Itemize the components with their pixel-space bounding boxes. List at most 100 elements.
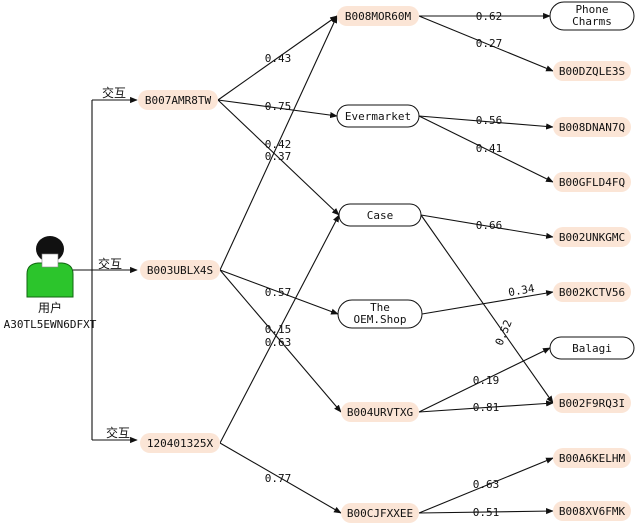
node-shape	[140, 260, 220, 280]
edge-i3-to-n6	[219, 442, 342, 514]
edge-weight-label: 0.27	[476, 37, 503, 50]
item-node-t6: B002KCTV56	[553, 282, 631, 302]
node-shape	[140, 433, 220, 453]
node-shape	[336, 104, 420, 128]
node-label: Case	[367, 209, 394, 222]
edge-weight-label: 0.62	[476, 10, 503, 23]
edge-i1-to-n1	[217, 15, 338, 101]
node-shape	[553, 448, 631, 468]
edge-weight-label: 0.66	[476, 219, 503, 232]
edge-n2-to-t3	[418, 115, 554, 130]
node-label: B004URVTXG	[347, 406, 413, 419]
node-shape	[338, 203, 422, 227]
node-shape	[549, 336, 635, 360]
user-label: 用户	[38, 300, 62, 315]
node-label: B008DNAN7Q	[559, 121, 625, 134]
node-shape	[553, 61, 631, 81]
edge-weight-label: 0.63	[265, 336, 292, 349]
edge-i1-to-n3	[217, 99, 340, 216]
item-node-n5: B004URVTXG	[341, 402, 419, 422]
edge-weight-label: 0.34	[507, 282, 536, 299]
edges-layer	[217, 12, 554, 515]
item-node-t3: B008DNAN7Q	[553, 117, 631, 137]
item-node-t5: B002UNKGMC	[553, 227, 631, 247]
user-branches: 交互 交互 交互	[73, 85, 138, 444]
edge-weight-label: 0.75	[265, 100, 292, 113]
node-label: B00GFLD4FQ	[559, 176, 625, 189]
item-node-t9: B00A6KELHM	[553, 448, 631, 468]
item-node-t8: B002F9RQ3I	[553, 393, 631, 413]
node-shape	[553, 227, 631, 247]
edge-i3-to-n3	[219, 214, 340, 444]
node-label: B008XV6FMK	[559, 505, 626, 518]
edge-weight-label: 0.43	[265, 52, 292, 65]
user-avatar-body-icon	[26, 262, 74, 298]
edge-i2-to-n1	[219, 15, 338, 271]
edge-weight-label: 0.77	[265, 472, 292, 485]
node-label: B002UNKGMC	[559, 231, 625, 244]
edge-weight-label: 0.57	[265, 286, 292, 299]
attribute-node-n2: Evermarket	[336, 104, 420, 128]
user-avatar-face-icon	[41, 253, 59, 268]
node-shape	[553, 501, 631, 521]
node-label: B003UBLX4S	[147, 264, 213, 277]
interaction-label-3: 交互	[106, 425, 130, 440]
edge-weight-label: 0.41	[476, 142, 503, 155]
node-label-line: Charms	[572, 15, 612, 28]
node-label: B007AMR8TW	[145, 94, 212, 107]
node-label-line: The	[370, 301, 390, 314]
item-node-t2: B00DZQLE3S	[553, 61, 631, 81]
node-label: 120401325X	[147, 437, 214, 450]
edge-n2-to-t4	[418, 115, 554, 183]
node-label: B008MOR60M	[345, 10, 412, 23]
interaction-label-1: 交互	[102, 85, 126, 100]
node-label: B002F9RQ3I	[559, 397, 625, 410]
edge-n3-to-t8	[420, 214, 554, 404]
attribute-node-n3: Case	[338, 203, 422, 227]
edge-weight-label: 0.56	[476, 114, 503, 127]
edge-weight-label: 0.42	[265, 138, 292, 151]
node-label: Balagi	[572, 342, 612, 355]
node-shape	[553, 393, 631, 413]
edge-weight-label: 0.63	[473, 478, 500, 491]
nodes-layer: B007AMR8TW B003UBLX4S 120401325X B008MOR60M…	[138, 1, 635, 523]
edge-n3-to-t5	[420, 214, 554, 239]
node-shape	[549, 1, 635, 31]
node-shape	[138, 90, 218, 110]
edge-weight-label: 0.37	[265, 150, 292, 163]
edge-weight-label: 0.19	[473, 374, 500, 387]
edge-n1-to-t2	[418, 15, 554, 72]
edge-i1-to-n2	[217, 99, 338, 119]
edge-n6-to-t9	[418, 457, 554, 514]
node-label: Evermarket	[345, 110, 411, 123]
user-id: A30TL5EWN6DFXT	[4, 318, 97, 331]
node-shape	[337, 6, 419, 26]
node-shape	[337, 299, 423, 329]
edge-n5-to-t8	[418, 400, 554, 413]
node-label: B00A6KELHM	[559, 452, 626, 465]
edge-i2-to-n4	[219, 269, 339, 315]
edge-n6-to-t10	[418, 508, 554, 515]
node-shape	[341, 503, 419, 523]
edge-i2-to-n5	[219, 269, 342, 413]
node-shape	[553, 172, 631, 192]
item-node-t10: B008XV6FMK	[553, 501, 631, 521]
item-node-i2: B003UBLX4S	[140, 260, 220, 280]
node-label: B00CJFXXEE	[347, 507, 413, 520]
item-node-i3: 120401325X	[140, 433, 220, 453]
item-node-i1: B007AMR8TW	[138, 90, 218, 110]
edge-weight-label: 0.15	[265, 323, 292, 336]
node-shape	[341, 402, 419, 422]
node-shape	[553, 117, 631, 137]
node-label: B002KCTV56	[559, 286, 625, 299]
edge-n5-to-t7	[418, 347, 551, 413]
item-node-n6: B00CJFXXEE	[341, 503, 419, 523]
interaction-label-2: 交互	[98, 256, 122, 271]
node-shape	[553, 282, 631, 302]
user-avatar: 用户 A30TL5EWN6DFXT	[4, 236, 97, 331]
node-label-line: OEM.Shop	[354, 313, 407, 326]
